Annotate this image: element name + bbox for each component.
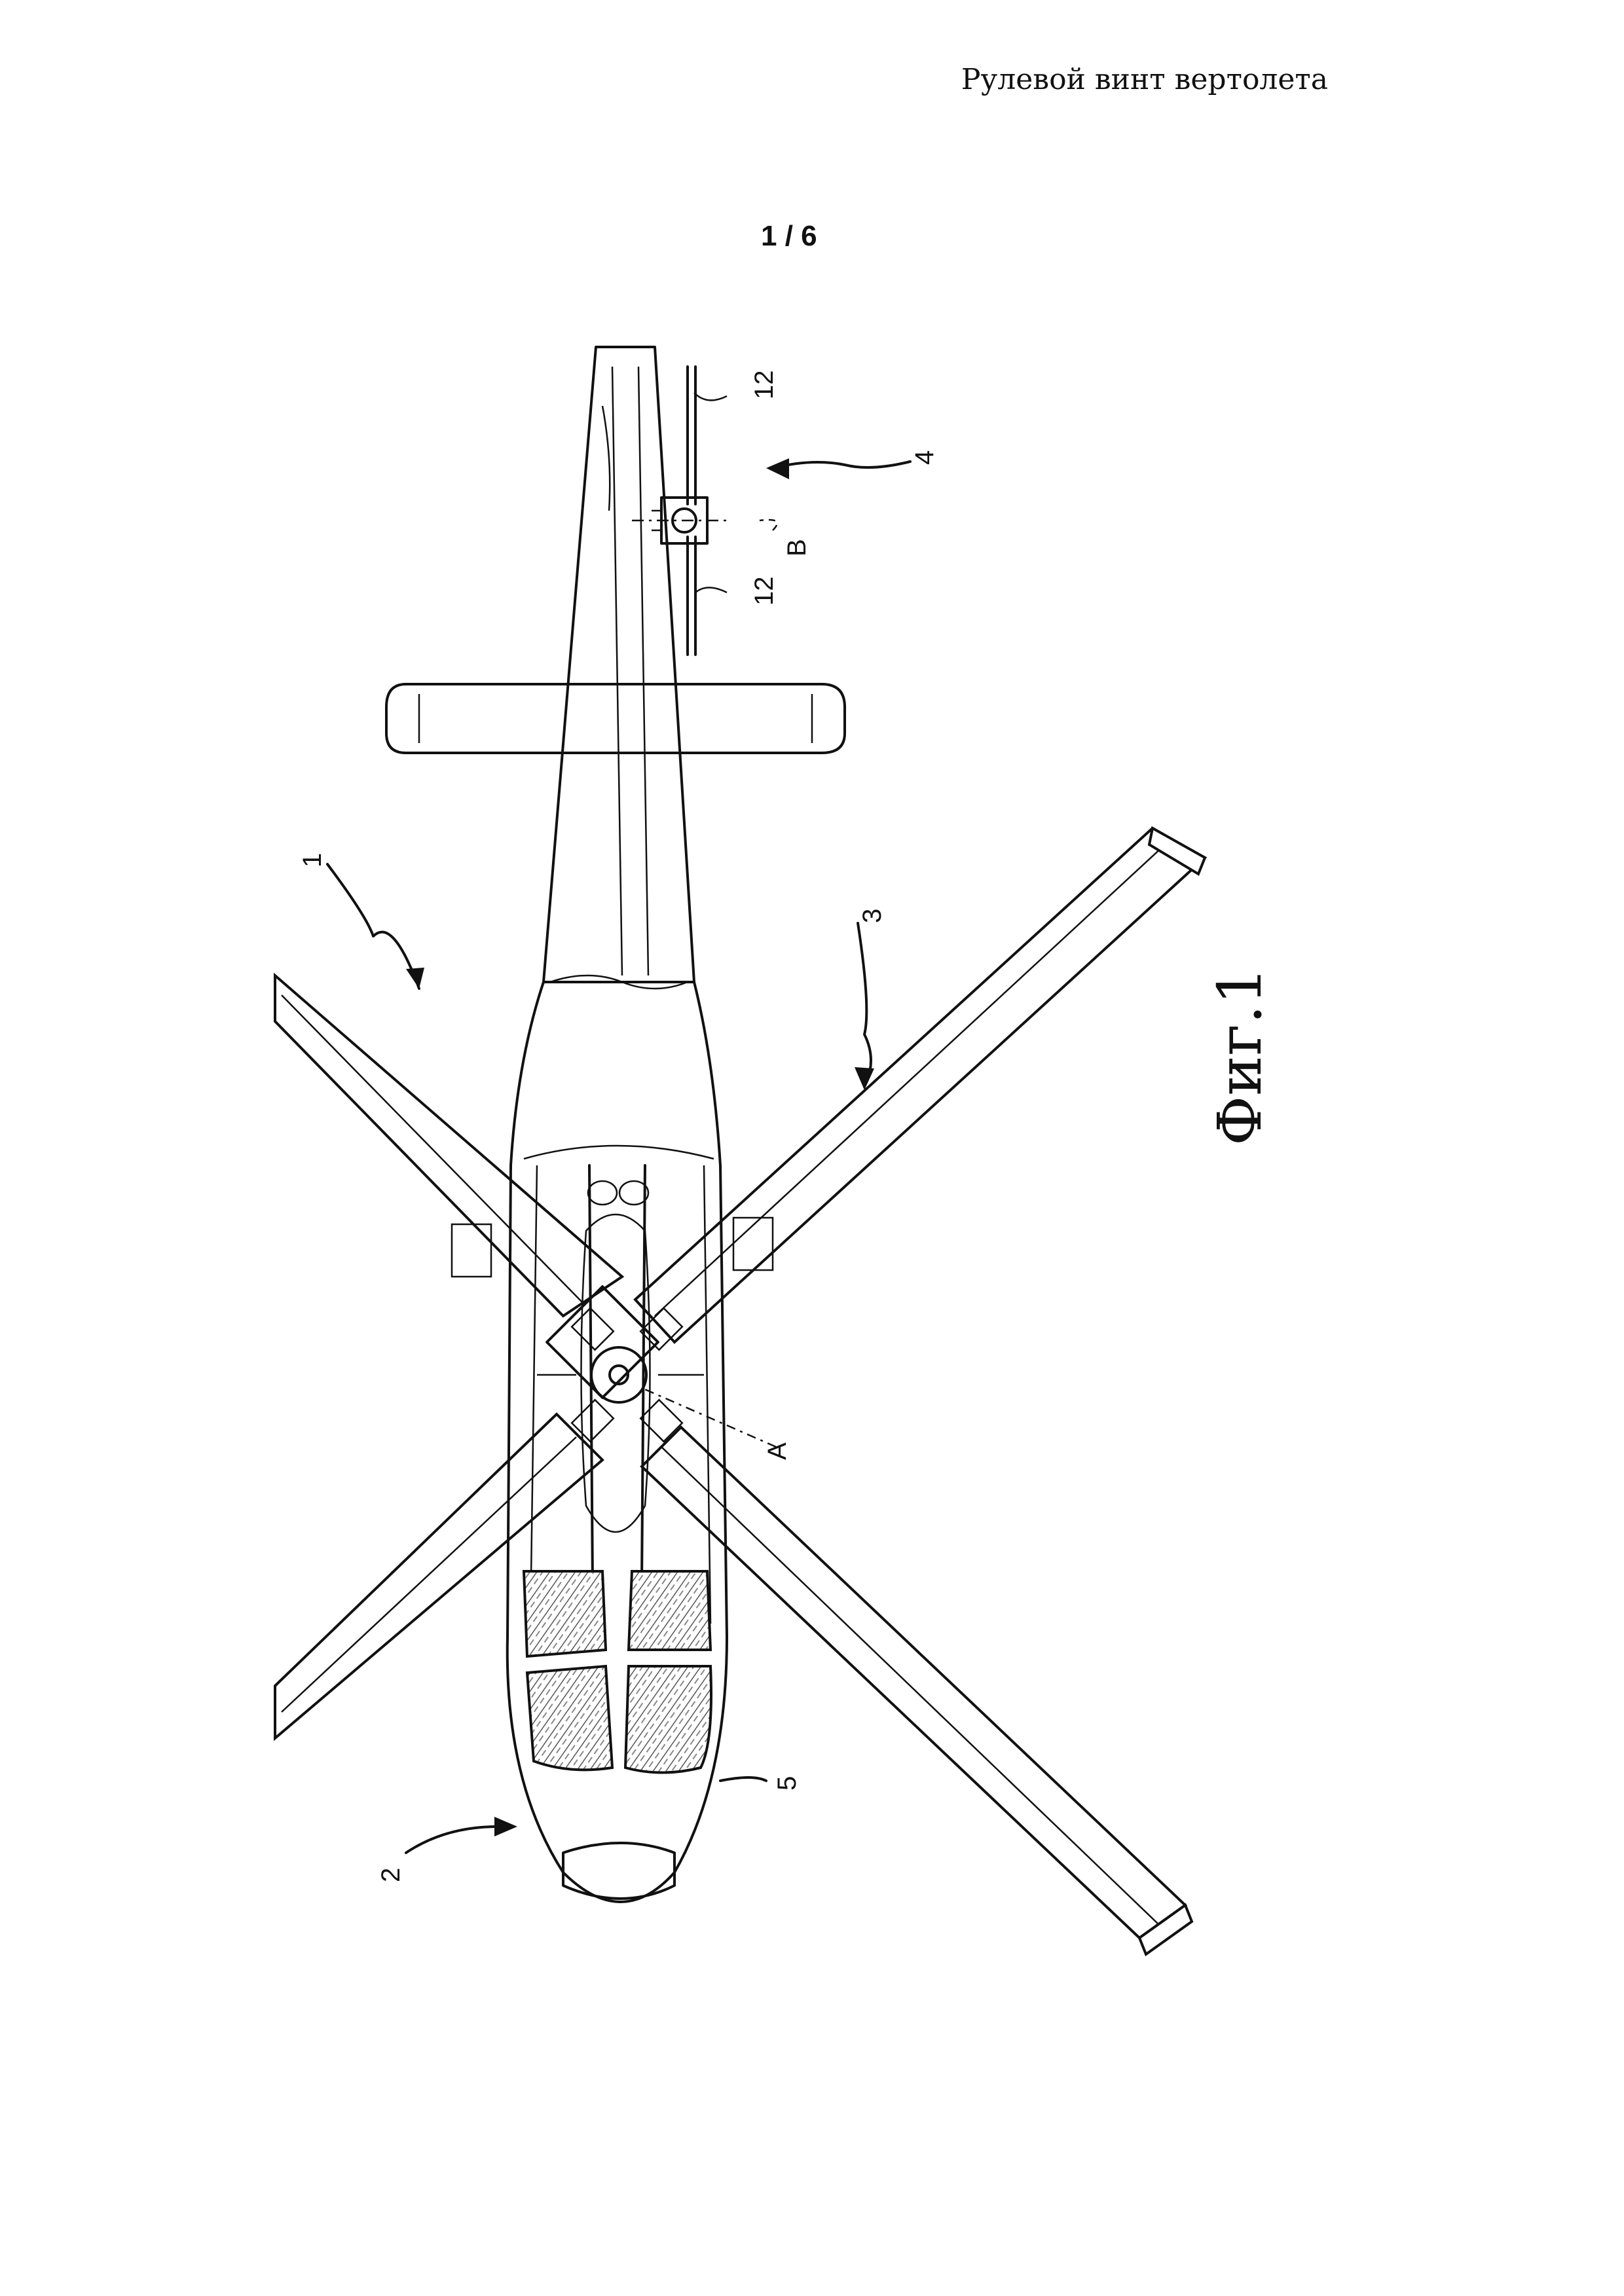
page-title: Рулевой винт вертолета (961, 63, 1328, 96)
ref-5: 5 (773, 1776, 802, 1791)
canopy-glazing (522, 1570, 712, 1774)
main-rotor-blade-lower-left (274, 1412, 604, 1741)
ref-2: 2 (377, 1868, 405, 1882)
horizontal-stabilizer (385, 683, 846, 754)
ref-4: 4 (910, 450, 939, 465)
main-rotor-blade-upper-left (274, 972, 625, 1318)
main-rotor-blade-lower-right (640, 1425, 1188, 1940)
ref-3: 3 (858, 909, 887, 923)
main-rotor-blades (274, 826, 1208, 1957)
main-rotor-hub (545, 1285, 684, 1443)
leader-lines (326, 392, 912, 1854)
figure-caption: Фиг.1 (1205, 966, 1275, 1146)
tail-boom (542, 346, 695, 990)
ref-12-upper: 12 (750, 371, 779, 400)
sheet-number: 1 / 6 (761, 220, 817, 252)
ref-12-lower: 12 (750, 577, 779, 606)
ref-B: B (783, 539, 811, 556)
ref-1: 1 (298, 853, 327, 867)
tail-rotor (632, 365, 727, 656)
ref-A: A (763, 1442, 792, 1460)
